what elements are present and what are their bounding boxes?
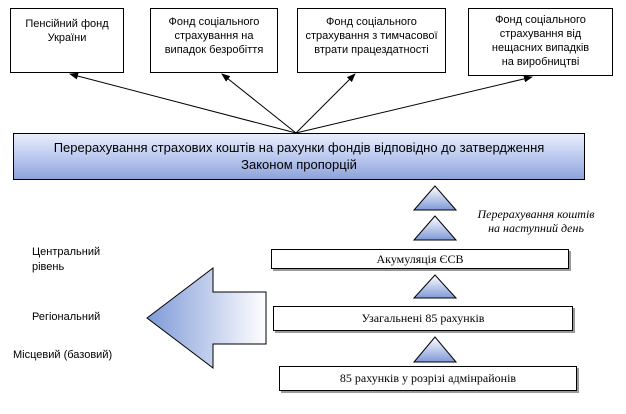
- arrow-to-temporary-disability: [295, 73, 356, 134]
- fund-label-line: нещасних випадків: [491, 42, 590, 54]
- fund-label-line: Фонд соціального: [168, 16, 260, 28]
- arrow-to-unemployment: [221, 73, 297, 134]
- fund-box-accidents: Фонд соціального страхування від нещасни…: [468, 8, 613, 76]
- transfer-note-line-2: на наступний день: [488, 221, 584, 235]
- banner-line-1: Перерахування страхових коштів на рахунк…: [53, 140, 545, 155]
- side-label-central-line-1: Центральний: [32, 246, 101, 258]
- up-triangle: [412, 336, 458, 363]
- side-label-local: Місцевий (базовий): [13, 348, 112, 363]
- fund-label-line: страхування на: [174, 30, 254, 42]
- fund-label-line: Фонд соціального: [495, 14, 586, 26]
- big-left-arrow: [146, 266, 267, 370]
- transfer-triangles: [412, 185, 458, 363]
- fund-box-pension: Пенсійний фонд України: [10, 8, 124, 73]
- fund-label-line: страхування від: [499, 28, 582, 40]
- transfer-note-line-1: Перерахування коштів: [477, 207, 595, 221]
- fund-arrows: [69, 72, 533, 134]
- fund-label-line: страхування з тимчасової: [305, 30, 438, 42]
- fund-label-line: втрати працездатності: [314, 44, 429, 56]
- fund-box-temporary-disability: Фонд соціального страхування з тимчасово…: [297, 8, 446, 73]
- up-triangle: [412, 274, 458, 299]
- level-central-box: Акумуляція ЄСВ: [271, 249, 569, 269]
- fund-label-line: Пенсійний фонд: [25, 18, 109, 30]
- fund-label-line: України: [47, 32, 87, 44]
- fund-label-line: Фонд соціального: [326, 16, 417, 28]
- level-local-box: 85 рахунків у розрізі адмінрайонів: [279, 366, 577, 391]
- side-label-central-line-2: рівень: [32, 261, 65, 273]
- fund-label-line: випадок безробіття: [164, 44, 264, 56]
- fund-box-unemployment: Фонд соціального страхування на випадок …: [150, 8, 278, 73]
- fund-label-line: на виробництві: [501, 56, 580, 68]
- distribution-banner: Перерахування страхових коштів на рахунк…: [13, 133, 585, 180]
- level-central-label: Акумуляція ЄСВ: [376, 251, 464, 266]
- side-label-local-text: Місцевий (базовий): [13, 349, 113, 361]
- level-regional-label: Узагальнені 85 рахунків: [361, 311, 485, 325]
- level-local-label: 85 рахунків у розрізі адмінрайонів: [339, 371, 517, 385]
- side-label-regional-text: Регіональний: [32, 311, 101, 323]
- level-regional-box: Узагальнені 85 рахунків: [273, 306, 573, 331]
- banner-line-2: Законом пропорцій: [241, 157, 357, 172]
- side-label-central: Центральний рівень: [32, 245, 100, 275]
- up-triangle: [412, 215, 458, 241]
- arrow-to-pension: [69, 72, 297, 134]
- transfer-note: Перерахування коштів на наступний день: [468, 207, 604, 235]
- arrow-to-accidents: [295, 75, 533, 134]
- side-label-regional: Регіональний: [32, 310, 100, 325]
- up-triangle: [412, 185, 458, 211]
